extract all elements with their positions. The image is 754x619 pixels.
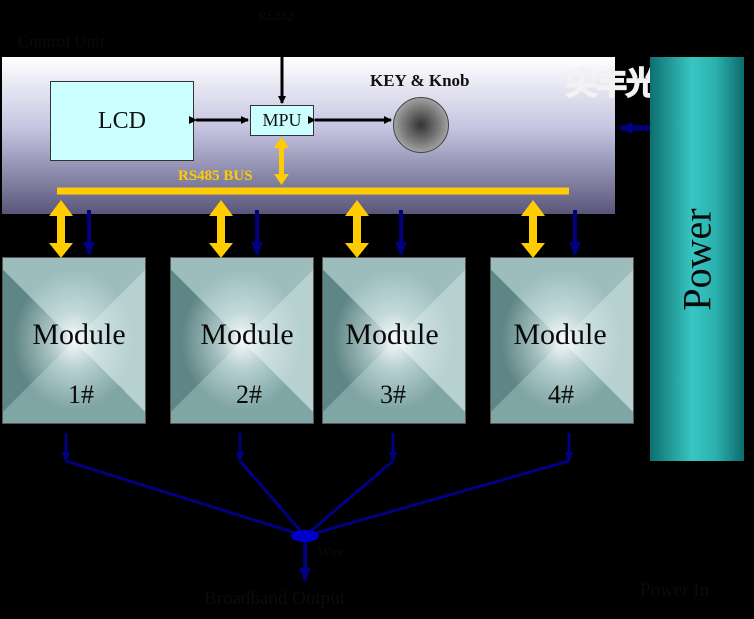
- module-1-name: Module: [32, 318, 126, 351]
- module-3-name: Module: [345, 318, 439, 351]
- lcd-label: LCD: [98, 107, 146, 134]
- lcd-block: LCD: [50, 81, 194, 161]
- module-3: [322, 257, 466, 424]
- power-block: [650, 57, 744, 461]
- control-unit-label: Control Unit: [18, 32, 105, 51]
- wire-label: Wire: [318, 544, 344, 559]
- rs232-label: RS232: [258, 8, 294, 23]
- mpu-bus-arrow: [274, 137, 289, 185]
- module-output-arrows: [61, 433, 574, 462]
- knob-icon: [393, 97, 449, 153]
- module-1: [2, 257, 146, 424]
- module-4-number: 4#: [548, 380, 574, 409]
- module-2-number: 2#: [236, 380, 262, 409]
- rs485-bus-label: RS485 BUS: [178, 168, 253, 184]
- module-3-number: 3#: [380, 380, 406, 409]
- module-2-name: Module: [200, 318, 294, 351]
- power-module-arrows: [83, 210, 581, 256]
- bus-module-arrows: [49, 200, 545, 258]
- module-4-name: Module: [513, 318, 607, 351]
- combiner-node: [291, 530, 319, 542]
- mpu-label: MPU: [262, 110, 302, 130]
- broadband-output-label: Broadband Output: [204, 588, 345, 609]
- key-knob-label: KEY & Knob: [370, 71, 470, 90]
- module-2: [170, 257, 314, 424]
- module-4: [490, 257, 634, 424]
- mpu-block: MPU: [250, 105, 314, 136]
- combiner-wires: [65, 459, 570, 538]
- power-in-label: Power In: [640, 580, 710, 601]
- module-1-number: 1#: [68, 380, 94, 409]
